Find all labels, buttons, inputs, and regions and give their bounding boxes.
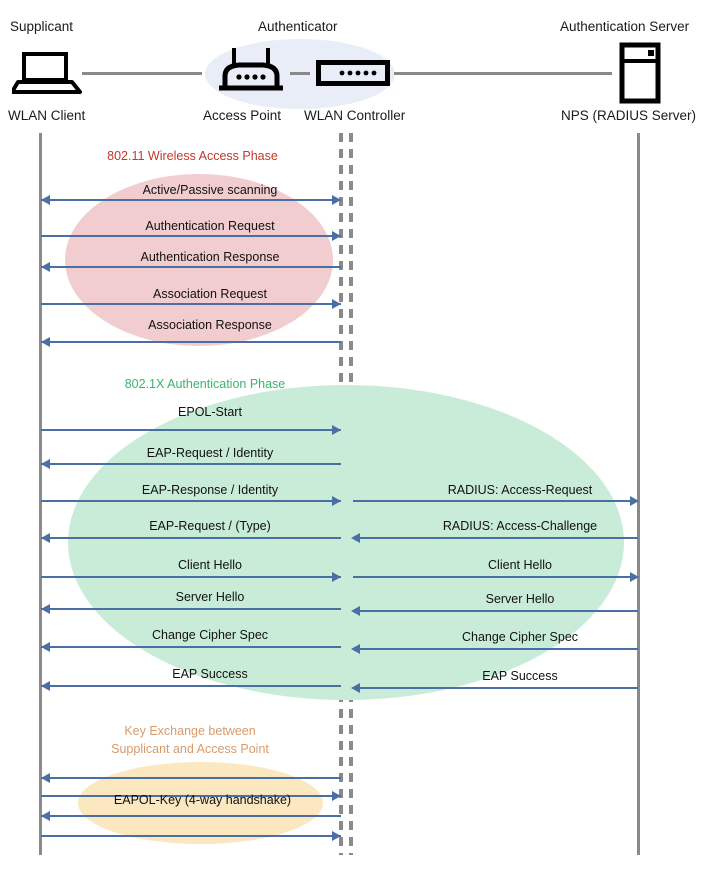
message-arrow-change-cipher-spec-right <box>353 648 638 650</box>
phase-ellipse-key-exchange <box>78 762 323 844</box>
message-label-eap-success-right: EAP Success <box>482 669 558 683</box>
message-label-eap-response-identity: EAP-Response / Identity <box>141 483 279 497</box>
message-label-association-response: Association Response <box>148 318 272 332</box>
actor-device-access-point: Access Point <box>203 108 282 123</box>
message-arrow-client-hello-right <box>353 576 638 578</box>
arrow-head-left-icon <box>351 606 360 616</box>
message-label-server-hello-left: Server Hello <box>175 590 245 604</box>
arrow-head-left-icon <box>41 459 50 469</box>
message-label-client-hello-left: Client Hello <box>178 558 242 572</box>
arrow-head-right-icon <box>332 496 341 506</box>
arrow-head-right-icon <box>332 195 341 205</box>
link-ap-to-controller <box>290 72 310 75</box>
link-client-to-ap <box>82 72 202 75</box>
message-arrow-association-request <box>41 303 341 305</box>
arrow-head-left-icon <box>351 644 360 654</box>
message-arrow-authentication-response <box>41 266 341 268</box>
message-label-server-hello-right: Server Hello <box>485 592 555 606</box>
message-label-radius-access-challenge: RADIUS: Access-Challenge <box>442 519 598 533</box>
message-arrow-active-passive-scanning <box>41 199 341 201</box>
phase-label-key-exchange-line1: Key Exchange between <box>124 724 256 738</box>
message-label-change-cipher-spec-right: Change Cipher Spec <box>461 630 579 644</box>
arrow-head-left-icon <box>41 681 50 691</box>
actor-role-authenticator: Authenticator <box>258 19 338 34</box>
arrow-head-left-icon <box>41 533 50 543</box>
message-arrow-eapol-start <box>41 429 341 431</box>
arrow-head-left-icon <box>351 533 360 543</box>
arrow-head-right-icon <box>630 496 639 506</box>
arrow-head-left-icon <box>41 642 50 652</box>
lifeline-authentication-server <box>637 133 640 855</box>
message-arrow-server-hello-left <box>41 608 341 610</box>
message-arrow-eapol-key-1 <box>41 777 341 779</box>
arrow-head-right-icon <box>332 231 341 241</box>
phase-ellipse-dot1x-authentication <box>68 385 624 700</box>
message-label-authentication-response: Authentication Response <box>140 250 280 264</box>
actor-role-supplicant: Supplicant <box>10 19 74 34</box>
arrow-head-right-icon <box>630 572 639 582</box>
link-controller-to-server <box>394 72 612 75</box>
message-label-client-hello-right: Client Hello <box>488 558 552 572</box>
message-arrow-client-hello-left <box>41 576 341 578</box>
arrow-head-right-icon <box>332 425 341 435</box>
arrow-head-left-icon <box>41 337 50 347</box>
message-arrow-eap-response-identity <box>41 500 341 502</box>
message-arrow-radius-access-request <box>353 500 638 502</box>
arrow-head-left-icon <box>41 604 50 614</box>
actor-device-wlan-controller: WLAN Controller <box>304 108 406 123</box>
arrow-head-left-icon <box>41 195 50 205</box>
message-label-eapol-key-4way-handshake: EAPOL-Key (4-way handshake) <box>113 793 292 807</box>
arrow-head-left-icon <box>41 811 50 821</box>
message-arrow-eap-success-left <box>41 685 341 687</box>
wlan-controller-icon <box>316 60 390 91</box>
phase-ellipse-wireless-access <box>65 174 333 346</box>
message-label-eap-request-type: EAP-Request / (Type) <box>149 519 271 533</box>
actor-role-authentication-server: Authentication Server <box>560 19 690 34</box>
message-arrow-eap-success-right <box>353 687 638 689</box>
message-label-radius-access-request: RADIUS: Access-Request <box>447 483 593 497</box>
server-icon <box>619 42 661 109</box>
arrow-head-left-icon <box>41 773 50 783</box>
message-arrow-eap-request-type <box>41 537 341 539</box>
arrow-head-left-icon <box>351 683 360 693</box>
message-arrow-eapol-key-3 <box>41 815 341 817</box>
arrow-head-right-icon <box>332 572 341 582</box>
message-arrow-eapol-key-2 <box>41 795 341 797</box>
message-label-active-passive-scanning: Active/Passive scanning <box>142 183 278 197</box>
message-arrow-radius-access-challenge <box>353 537 638 539</box>
actor-device-nps-radius-server: NPS (RADIUS Server) <box>561 108 697 123</box>
actor-device-wlan-client: WLAN Client <box>8 108 86 123</box>
message-arrow-eap-request-identity <box>41 463 341 465</box>
message-label-change-cipher-spec-left: Change Cipher Spec <box>151 628 269 642</box>
message-label-eapol-start: EPOL-Start <box>178 405 242 419</box>
arrow-head-right-icon <box>332 791 341 801</box>
message-label-association-request: Association Request <box>153 287 267 301</box>
lifeline-supplicant <box>39 133 42 855</box>
message-label-authentication-request: Authentication Request <box>145 219 275 233</box>
message-arrow-authentication-request <box>41 235 341 237</box>
phase-label-dot1x-authentication: 802.1X Authentication Phase <box>124 377 286 391</box>
message-label-eap-request-identity: EAP-Request / Identity <box>146 446 274 460</box>
message-arrow-eapol-key-4 <box>41 835 341 837</box>
message-label-eap-success-left: EAP Success <box>172 667 248 681</box>
message-arrow-change-cipher-spec-left <box>41 646 341 648</box>
phase-label-key-exchange-line2: Supplicant and Access Point <box>111 742 269 756</box>
arrow-head-left-icon <box>41 262 50 272</box>
laptop-icon <box>10 52 82 99</box>
phase-label-wireless-access: 802.11 Wireless Access Phase <box>107 149 278 163</box>
message-arrow-server-hello-right <box>353 610 638 612</box>
arrow-head-right-icon <box>332 831 341 841</box>
message-arrow-association-response <box>41 341 341 343</box>
access-point-icon <box>215 46 287 101</box>
arrow-head-right-icon <box>332 299 341 309</box>
